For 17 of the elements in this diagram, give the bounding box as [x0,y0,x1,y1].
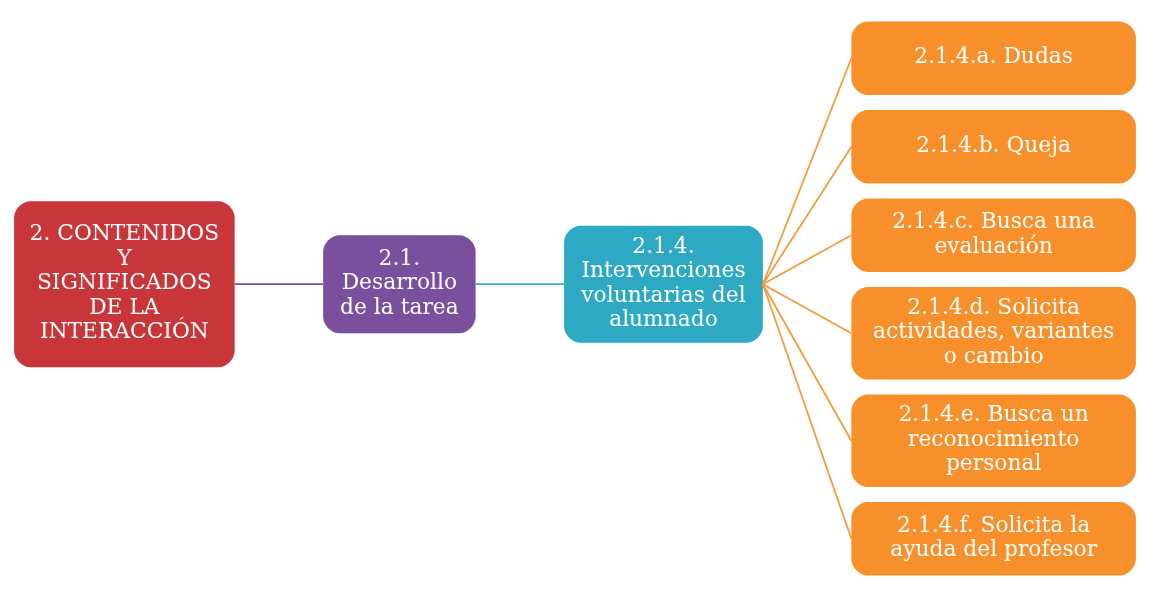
node-box: 2.1.4. Intervenciones voluntarias del alumnado [564,225,763,343]
connector [762,283,853,540]
node-box: 2.1.4.d. Solicita actividades, variantes o cambio [851,286,1136,380]
connector [762,145,853,286]
node-box: 2.1. Desarrollo de la tarea [323,235,476,334]
connector [762,283,853,442]
connector [233,283,324,286]
node-box: 2.1.4.a. Dudas [851,21,1136,95]
node-box: 2.1.4.f. Solicita la ayuda del profesor [851,502,1136,576]
connector [762,283,853,335]
connector [762,57,853,286]
node-box: 2. CONTENIDOS Y SIGNIFICADOS DE LA INTERACCIÓN [14,201,235,368]
connector [474,283,565,286]
node-box: 2.1.4.b. Queja [851,109,1136,184]
node-box: 2.1.4.c. Busca una evaluación [851,198,1136,272]
connector [762,234,853,286]
node-box: 2.1.4.e. Busca un reconocimiento personal [851,394,1136,488]
